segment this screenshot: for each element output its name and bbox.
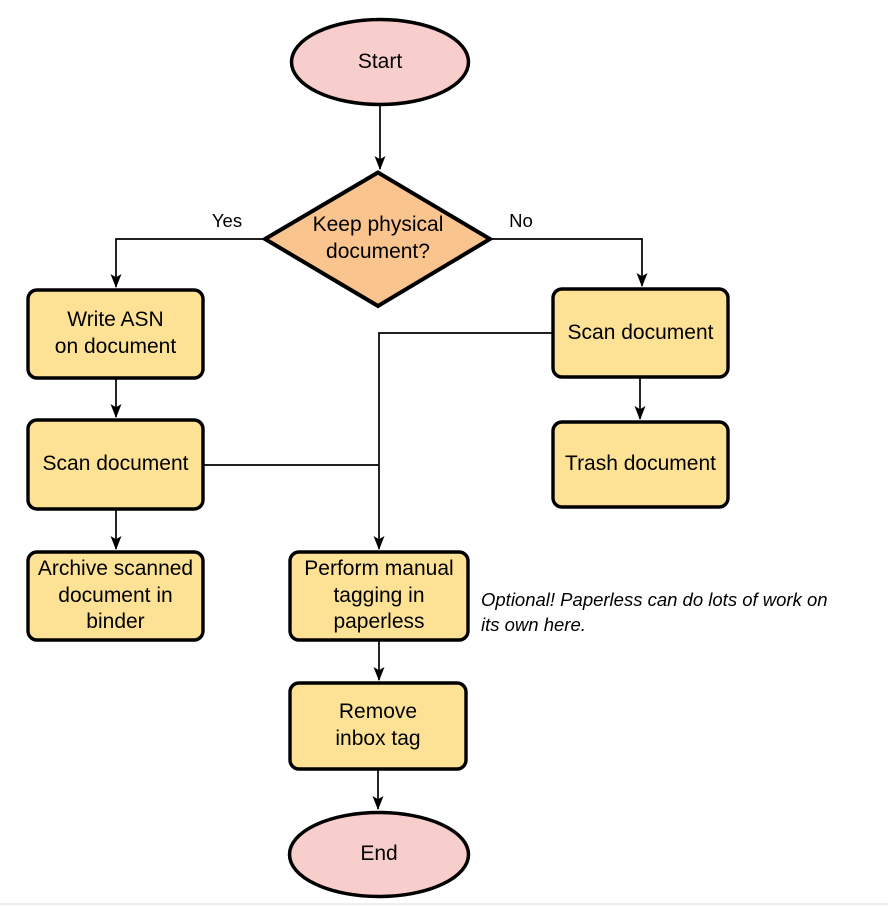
perform-tagging-node-shape [288,550,470,642]
bottom-edge-line [0,903,888,905]
edge-decision-yes-to-write-asn [110,238,265,288]
archive-node-shape [26,550,205,642]
remove-inbox-node-shape [288,681,468,771]
end-node-shape [287,810,471,899]
edge-decision-no-to-scan-right [490,238,648,287]
start-node-shape [289,17,471,107]
write-asn-node-shape [26,288,205,380]
trash-node-shape [551,420,730,509]
scan-right-node-shape [551,287,730,379]
scan-left-node-shape [26,418,205,511]
optional-annotation-text: Optional! Paperless can do lots of work … [481,589,828,635]
edge-scan-right-to-perform-tagging [373,332,553,550]
decision-node-shape [261,170,494,309]
